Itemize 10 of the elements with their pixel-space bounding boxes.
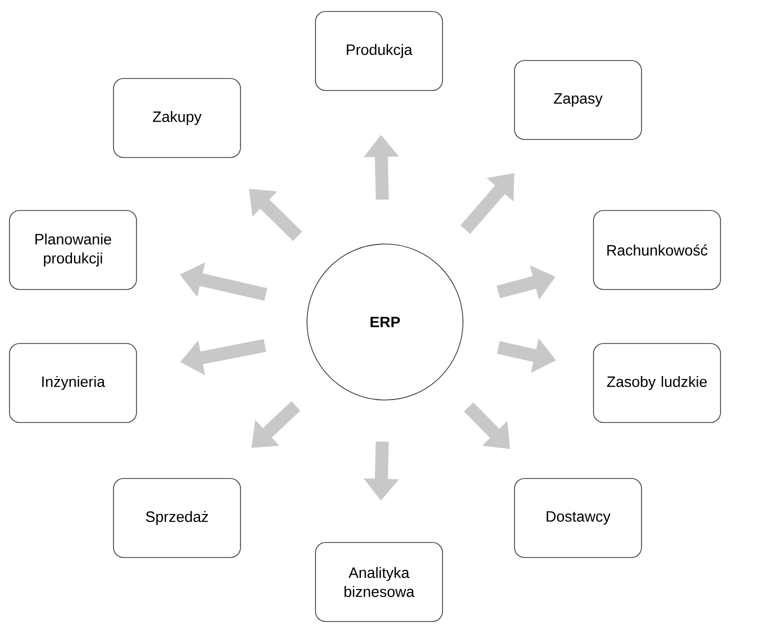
module-box: Rachunkowość: [593, 210, 721, 290]
module-box: Planowanie produkcji: [9, 210, 137, 290]
module-box: Produkcja: [315, 11, 443, 91]
module-box: Dostawcy: [514, 478, 642, 558]
module-box: Zakupy: [113, 78, 241, 158]
module-box: Analityka biznesowa: [315, 542, 443, 622]
module-box: Zasoby ludzkie: [593, 343, 721, 423]
module-box: Sprzedaż: [113, 478, 241, 558]
module-box: Zapasy: [514, 60, 642, 140]
module-box: Inżynieria: [9, 343, 137, 423]
